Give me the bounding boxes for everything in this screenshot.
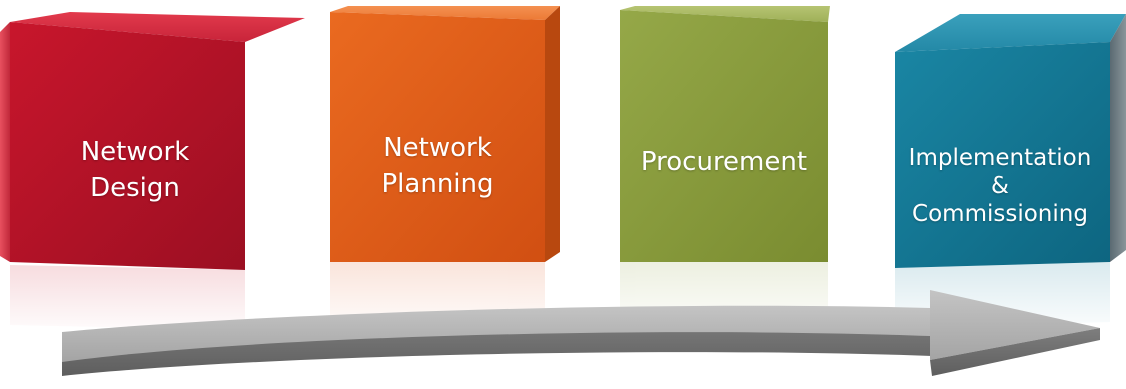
step-2-line-2: Planning <box>381 169 494 199</box>
step-2-line-1: Network <box>383 133 492 163</box>
step-3-line-1: Procurement <box>640 147 808 177</box>
step-1-line-1: Network <box>80 137 190 167</box>
step-label-network-design: Network Design <box>40 130 230 210</box>
step-4-line-1: Implementation <box>908 145 1092 171</box>
progress-arrow <box>62 290 1100 376</box>
step-4-line-3: Commissioning <box>912 201 1088 227</box>
step-label-implementation-commissioning: Implementation & Commissioning <box>895 138 1105 234</box>
step-1-line-2: Design <box>90 173 180 203</box>
cube-procurement <box>620 6 830 262</box>
cube-implementation-commissioning <box>895 14 1126 268</box>
step-4-line-2: & <box>991 173 1009 199</box>
cube-network-design <box>0 12 305 270</box>
cube-network-planning <box>330 6 560 262</box>
step-label-procurement: Procurement <box>620 140 828 184</box>
step-label-network-planning: Network Planning <box>330 126 545 206</box>
